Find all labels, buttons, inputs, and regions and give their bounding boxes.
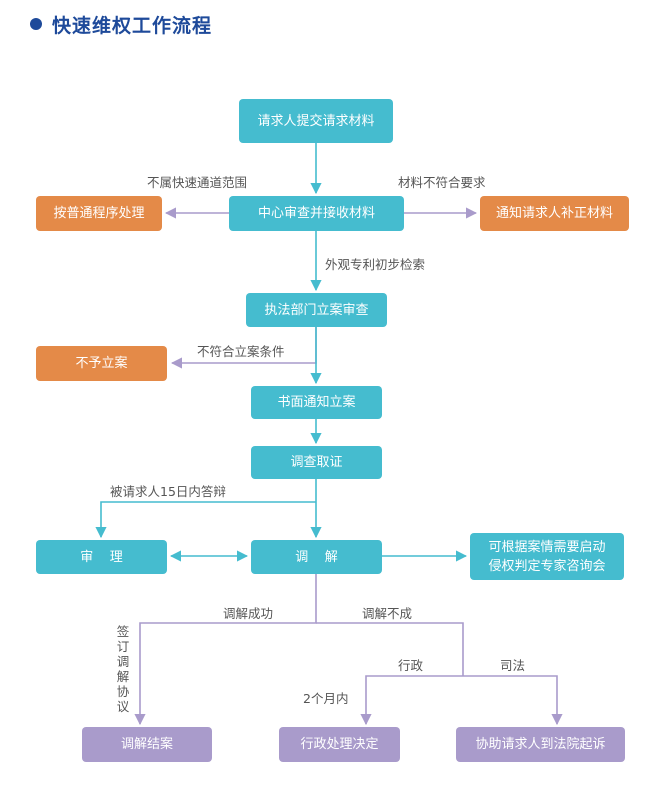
label-mediation-fail: 调解不成 [362, 606, 413, 621]
label-not-meet-conditions: 不符合立案条件 [197, 344, 285, 359]
node-admin-decision: 行政处理决定 [279, 727, 400, 762]
label-not-in-scope: 不属快速通道范围 [147, 175, 248, 190]
line-mediation-fail [316, 622, 464, 676]
node-enforcement-review: 执法部门立案审查 [246, 293, 387, 327]
node-notify-supplement: 通知请求人补正材料 [480, 196, 629, 231]
node-assist-court: 协助请求人到法院起诉 [456, 727, 625, 762]
node-normal-procedure: 按普通程序处理 [36, 196, 162, 231]
page-title: 快速维权工作流程 [30, 10, 212, 38]
label-mediation-success: 调解成功 [223, 606, 274, 621]
label-sign-agreement: 签订调解协议 [116, 624, 130, 714]
arrow-mediation-success [134, 574, 317, 726]
arrow-investigate-to-trial [95, 501, 316, 539]
expert-line-1: 可根据案情需要启动 [488, 539, 606, 555]
node-no-case: 不予立案 [36, 346, 167, 381]
node-submit: 请求人提交请求材料 [239, 99, 393, 143]
label-materials-invalid: 材料不符合要求 [398, 175, 486, 190]
arrow-to-admin-decision [360, 675, 463, 726]
label-prelim-search: 外观专利初步检索 [325, 257, 426, 272]
label-judicial: 司法 [500, 658, 526, 673]
expert-line-2: 侵权判定专家咨询会 [488, 558, 606, 574]
node-center-review: 中心审查并接收材料 [229, 196, 404, 231]
node-investigate: 调查取证 [251, 446, 382, 479]
label-within-2months: 2个月内 [303, 691, 349, 706]
title-text: 快速维权工作流程 [52, 14, 213, 37]
label-administrative: 行政 [398, 658, 424, 673]
arrow-to-assist-court [463, 675, 563, 726]
node-trial: 审 理 [36, 540, 167, 574]
node-mediation: 调 解 [251, 540, 382, 574]
node-mediation-close: 调解结案 [82, 727, 212, 762]
node-written-notice: 书面通知立案 [251, 386, 382, 419]
bullet-dot-icon [30, 18, 42, 30]
label-respond-15days: 被请求人15日内答辩 [110, 484, 226, 499]
node-expert-consultation: 可根据案情需要启动 侵权判定专家咨询会 [470, 533, 624, 580]
